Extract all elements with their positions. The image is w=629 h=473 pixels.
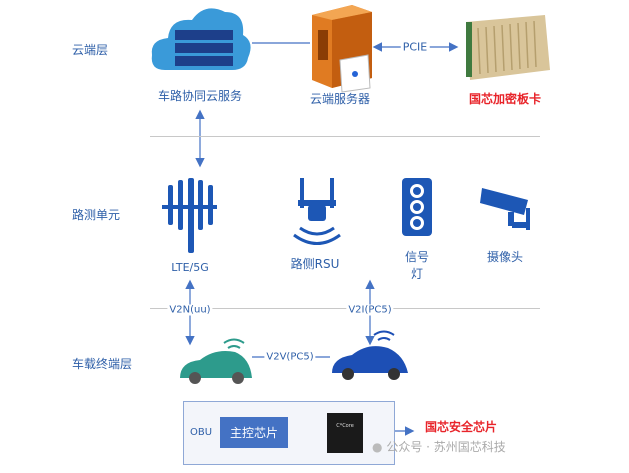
camera-label: 摄像头 [486,250,524,264]
layer-cloud: 云端层 [72,43,109,57]
lte-antenna-icon [162,178,217,253]
chip-brand: C*Core [336,423,354,429]
encryption-card-icon [466,15,550,80]
pcie-label: PCIE [400,40,430,54]
layer-road: 路测单元 [72,208,121,222]
camera-icon [480,188,530,230]
card-label: 国芯加密板卡 [468,92,542,106]
v2v-label: V2V(PC5) [264,351,316,363]
obu-box: OBU 主控芯片 C*Core [183,401,395,465]
cloud-icon [151,8,251,70]
divider [150,136,540,137]
secure-chip-label: 国芯安全芯片 [425,420,498,434]
divider [150,308,540,309]
watermark-text: 公众号 · 苏州国芯科技 [386,440,506,454]
cloud-service-label: 车路协同云服务 [157,89,243,103]
lte-label: LTE/5G [171,261,209,274]
wechat-icon: ● [372,440,383,454]
v2i-label: V2I(PC5) [346,304,394,316]
v2n-label: V2N(uu) [167,304,213,316]
car-blue-icon [332,330,408,380]
rsu-label: 路侧RSU [290,257,340,271]
obu-label: OBU [190,427,213,438]
main-chip-box: 主控芯片 [220,417,288,448]
rsu-icon [293,178,341,245]
traffic-light-icon [402,178,432,236]
signal-label-2: 灯 [410,267,424,281]
signal-label-1: 信号 [404,250,430,264]
secure-chip-icon: C*Core [327,413,363,453]
watermark: ● 公众号 · 苏州国芯科技 [372,438,506,455]
server-icon [312,5,372,93]
server-label: 云端服务器 [309,92,371,106]
layer-vehicle: 车载终端层 [72,357,133,371]
car-teal-icon [180,338,252,384]
